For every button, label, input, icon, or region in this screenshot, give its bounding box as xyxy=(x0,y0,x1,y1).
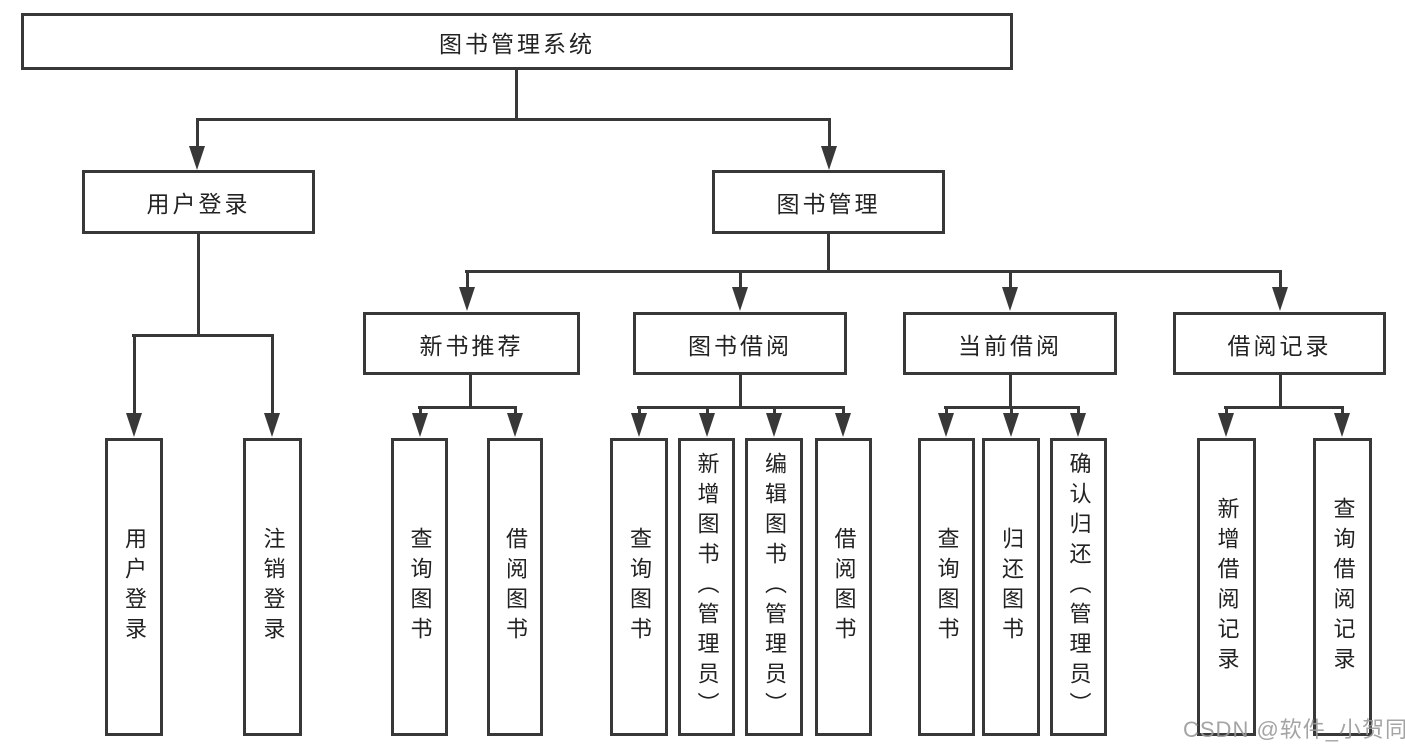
node-label: 当前借阅 xyxy=(958,332,1062,359)
leaf-label: 归还图书 xyxy=(999,527,1024,647)
connector-line xyxy=(637,406,845,409)
leaf-label: 查询图书 xyxy=(407,527,433,647)
leaf-confirm-return-admin: 确认归还（管理员） xyxy=(1050,438,1107,736)
connector-line xyxy=(196,118,831,121)
leaf-label: 查询借阅记录 xyxy=(1330,497,1356,677)
arrow-down-icon xyxy=(1334,409,1350,437)
leaf-label: 借阅图书 xyxy=(503,527,528,647)
connector-line xyxy=(1279,375,1282,409)
connector-line xyxy=(1009,375,1012,409)
leaf-logout: 注销登录 xyxy=(243,438,302,736)
node-book-borrowing: 图书借阅 xyxy=(633,312,847,375)
node-label: 图书管理 xyxy=(776,191,881,217)
connector-line xyxy=(1224,406,1344,409)
leaf-query-books-current: 查询图书 xyxy=(918,438,975,736)
arrow-down-icon xyxy=(264,337,280,437)
leaf-edit-books-admin: 编辑图书（管理员） xyxy=(745,438,803,736)
arrow-down-icon xyxy=(821,121,837,170)
leaf-label: 注销登录 xyxy=(260,527,286,647)
connector-line xyxy=(515,70,518,120)
node-label: 用户登录 xyxy=(146,191,251,217)
leaf-label: 查询图书 xyxy=(627,527,652,647)
connector-line xyxy=(465,270,1282,273)
arrow-down-icon xyxy=(631,409,647,437)
leaf-return-books: 归还图书 xyxy=(982,438,1040,736)
connector-line xyxy=(197,234,200,337)
connector-line xyxy=(418,406,517,409)
arrow-down-icon xyxy=(1272,273,1288,311)
leaf-label: 新增图书（管理员） xyxy=(694,452,720,722)
leaf-label: 新增借阅记录 xyxy=(1214,497,1240,677)
leaf-label: 编辑图书（管理员） xyxy=(762,452,787,722)
node-current-borrowing: 当前借阅 xyxy=(903,312,1117,375)
node-label: 新书推荐 xyxy=(419,332,524,359)
arrow-down-icon xyxy=(1002,273,1018,311)
arrow-down-icon xyxy=(732,273,748,311)
connector-line xyxy=(944,406,1080,409)
leaf-label: 查询图书 xyxy=(934,527,960,647)
node-label: 图书借阅 xyxy=(688,332,792,359)
connector-line xyxy=(827,234,830,273)
leaf-label: 用户登录 xyxy=(122,527,147,647)
node-label: 图书管理系统 xyxy=(439,30,595,57)
leaf-add-books-admin: 新增图书（管理员） xyxy=(678,438,735,736)
arrow-down-icon xyxy=(938,409,954,437)
arrow-down-icon xyxy=(507,409,523,437)
csdn-watermark: CSDN @软件_小贺同学 xyxy=(1183,717,1405,742)
leaf-label: 确认归还（管理员） xyxy=(1066,452,1092,722)
node-user-login: 用户登录 xyxy=(82,170,315,234)
arrow-down-icon xyxy=(835,409,851,437)
leaf-label: 借阅图书 xyxy=(831,527,857,647)
arrow-down-icon xyxy=(766,409,782,437)
node-borrowing-records: 借阅记录 xyxy=(1173,312,1386,375)
leaf-query-books-borrowing: 查询图书 xyxy=(610,438,668,736)
node-book-management: 图书管理 xyxy=(712,170,945,234)
leaf-query-books-recommend: 查询图书 xyxy=(391,438,448,736)
arrow-down-icon xyxy=(412,409,428,437)
arrow-down-icon xyxy=(699,409,715,437)
arrow-down-icon xyxy=(1070,409,1086,437)
arrow-down-icon xyxy=(1003,409,1019,437)
leaf-add-borrow-record: 新增借阅记录 xyxy=(1197,438,1256,736)
leaf-borrow-books-recommend: 借阅图书 xyxy=(487,438,543,736)
leaf-user-login: 用户登录 xyxy=(105,438,163,736)
arrow-down-icon xyxy=(1218,409,1234,437)
leaf-query-borrow-record: 查询借阅记录 xyxy=(1313,438,1372,736)
leaf-borrow-books: 借阅图书 xyxy=(815,438,872,736)
node-label: 借阅记录 xyxy=(1227,332,1332,359)
arrow-down-icon xyxy=(126,337,142,437)
arrow-down-icon xyxy=(189,121,205,170)
node-new-book-recommendation: 新书推荐 xyxy=(363,312,580,375)
connector-line xyxy=(739,375,742,409)
connector-line xyxy=(132,334,274,337)
arrow-down-icon xyxy=(459,273,475,311)
node-library-management-system: 图书管理系统 xyxy=(21,13,1013,70)
connector-line xyxy=(469,375,472,409)
